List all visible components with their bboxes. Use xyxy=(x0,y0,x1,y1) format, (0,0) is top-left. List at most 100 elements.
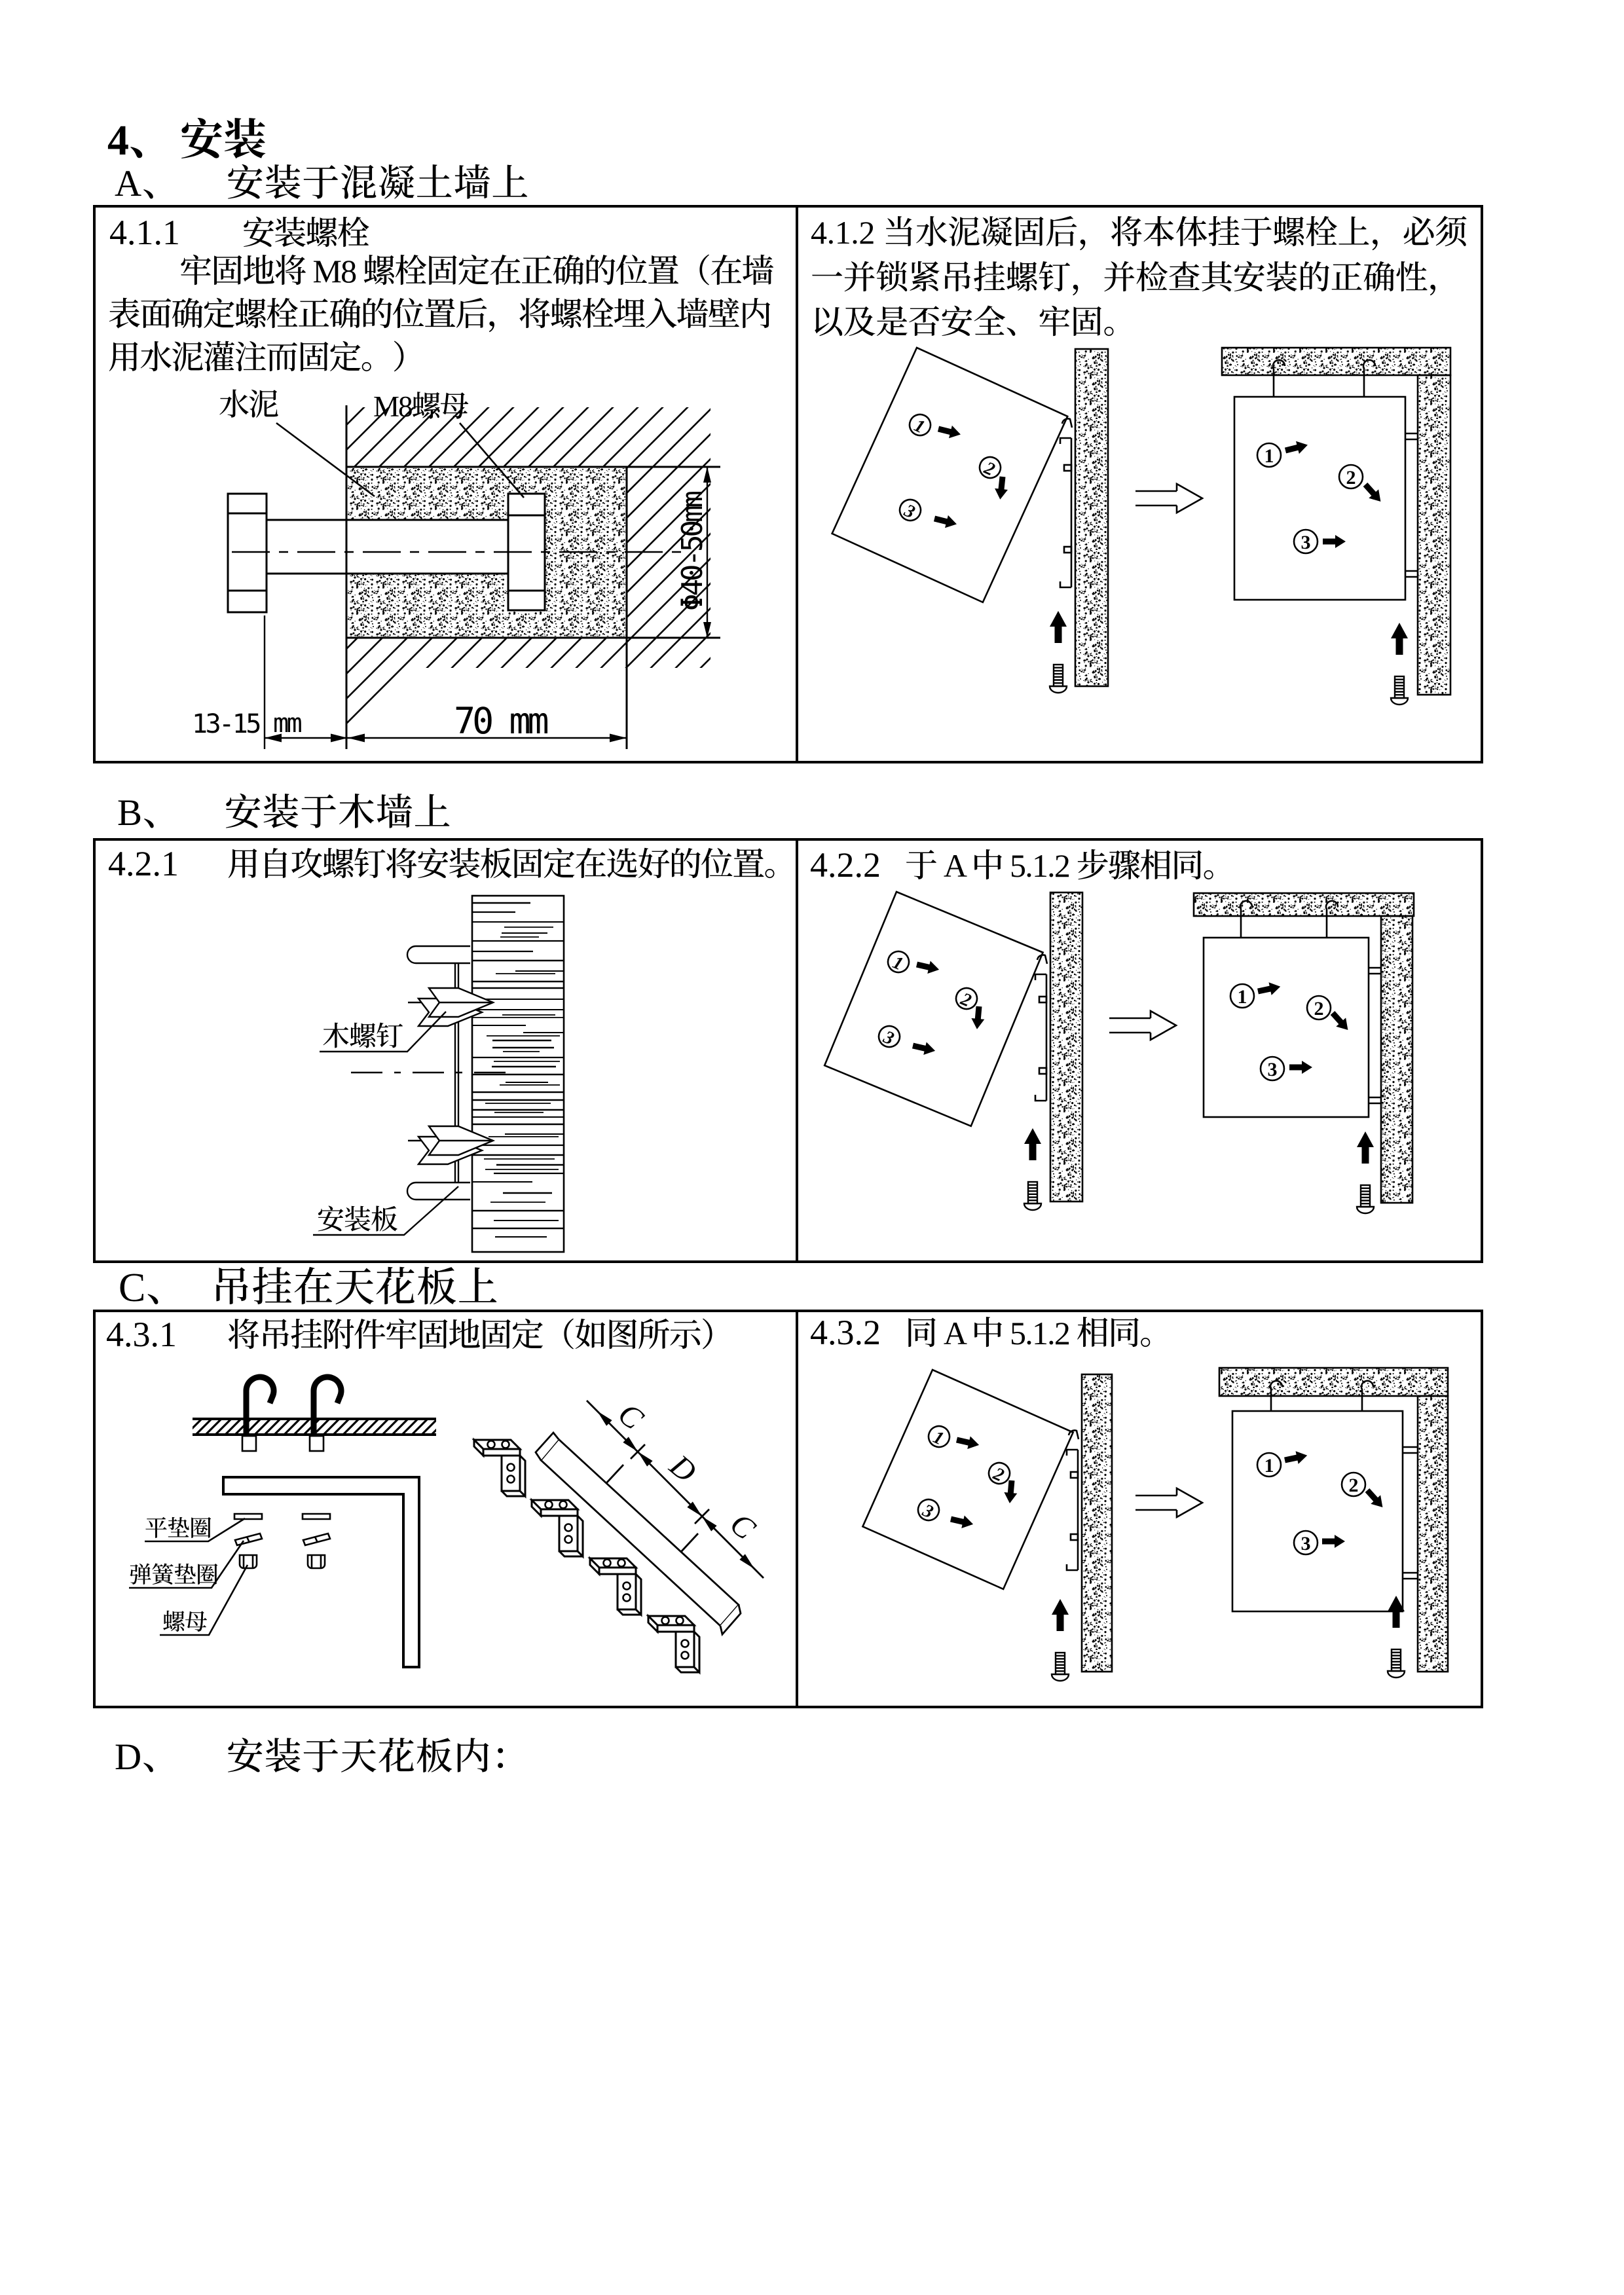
bolt-dim-offset: 13-15 xyxy=(192,709,259,739)
step-circle xyxy=(955,987,978,1010)
l-shaped-panel xyxy=(222,1476,420,1668)
section-c-heading: C、吊挂在天花板上 xyxy=(119,1266,499,1310)
wood-screw-icon xyxy=(408,1125,496,1166)
bolt-dim-diameter: Φ40-50mm xyxy=(676,492,709,611)
flat-washer-part xyxy=(233,1513,263,1520)
step-circle xyxy=(1256,1452,1282,1478)
corner-bracket-icon xyxy=(646,1613,701,1675)
step-circle xyxy=(1340,1471,1367,1497)
step-number: 1 xyxy=(1264,445,1274,467)
nut-label-leader xyxy=(160,1564,249,1636)
wall-strip-top xyxy=(1218,1367,1449,1397)
step-circle xyxy=(898,498,922,522)
step-marker-1: 1 xyxy=(1256,442,1282,468)
step-marker-2: 2 xyxy=(1338,464,1364,490)
screw-icon xyxy=(1050,1651,1070,1682)
corner-bracket-icon xyxy=(529,1497,584,1559)
rail-hook-icon xyxy=(1061,418,1073,428)
step-arrow-icon xyxy=(911,1039,937,1057)
step-marker-2: 2 xyxy=(1340,1471,1367,1497)
step-arrow-icon xyxy=(936,422,963,441)
step-arrow-icon xyxy=(970,1006,986,1030)
step-circle xyxy=(1293,1530,1319,1556)
wood-screw-icon xyxy=(408,987,496,1027)
plate-label-leader xyxy=(313,1186,459,1236)
step-marker-3: 3 xyxy=(1293,1530,1319,1556)
cell-a1-line2: 表面确定螺栓正确的位置后，将螺栓埋入墙壁内 xyxy=(108,296,772,333)
page-title-text: 安装 xyxy=(180,117,267,164)
step-arrow-icon xyxy=(949,1513,975,1531)
step-marker-2: 2 xyxy=(1306,995,1332,1021)
section-a-prefix: A、 xyxy=(115,163,180,204)
step-circle xyxy=(908,413,932,437)
step-arrow-icon xyxy=(993,475,1009,500)
step-number: 2 xyxy=(1349,1475,1359,1496)
nut-part xyxy=(238,1554,258,1570)
spring-washer-part xyxy=(302,1532,331,1547)
ceiling-hook-icon xyxy=(241,1374,277,1452)
ceiling-hook-icon xyxy=(308,1374,344,1452)
step-marker-1: 1 xyxy=(887,950,910,974)
wood-grain xyxy=(472,902,564,1238)
wall-strip-top xyxy=(1221,346,1452,376)
up-arrow-icon xyxy=(1024,1128,1041,1160)
transform-arrow-icon xyxy=(1109,1009,1178,1042)
section-d-heading: D、安装于天花板内： xyxy=(115,1738,529,1776)
unit-box-tilted xyxy=(823,890,1044,1128)
wall-strip xyxy=(1074,348,1109,688)
table-c-divider xyxy=(796,1310,798,1708)
cell-a1-line1: 牢固地将 M8 螺栓固定在正确的位置（在墙 xyxy=(179,253,774,289)
cell-b1-heading-number: 4.2.1 xyxy=(108,844,179,883)
cell-c1-heading-text: 将吊挂附件牢固地固定（如图所示） xyxy=(227,1317,733,1353)
transform-arrow-icon xyxy=(1135,482,1204,515)
step-marker-1: 1 xyxy=(927,1425,951,1449)
wall-strip-right xyxy=(1380,915,1414,1204)
up-arrow-icon xyxy=(1357,1131,1374,1164)
step-arrow-icon xyxy=(932,512,959,531)
step-marker-1: 1 xyxy=(908,413,932,437)
step-circle xyxy=(877,1025,901,1048)
unit-box-tilted xyxy=(830,346,1069,604)
diameter-dimension: Φ40-50mm xyxy=(676,467,711,638)
cell-a1-heading-text: 安装螺栓 xyxy=(242,215,370,251)
ceiling-hatch-band xyxy=(193,1418,436,1436)
screw-label-leader xyxy=(320,1011,447,1053)
step-circle xyxy=(1229,983,1255,1009)
hanging-hook-icon xyxy=(1360,1380,1375,1411)
step-marker-2: 2 xyxy=(987,1461,1011,1486)
section-c-title: 吊挂在天花板上 xyxy=(210,1266,499,1310)
nut-part xyxy=(306,1554,326,1570)
wall-strip-right xyxy=(1416,1395,1449,1673)
cell-a2-line1: 4.1.2 当水泥凝固后，将本体挂于螺栓上，必须 xyxy=(811,214,1467,251)
corner-bracket-icon xyxy=(471,1437,526,1499)
step-arrow-icon xyxy=(1003,1480,1018,1504)
wall-hatch xyxy=(346,407,710,725)
screw-icon xyxy=(1390,675,1409,706)
corner-bracket-icon xyxy=(587,1556,642,1617)
step-circle xyxy=(917,1498,940,1522)
nut-label-leader xyxy=(459,422,525,498)
cell-a2-line2: 一并锁紧吊挂螺钉，并检查其安装的正确性， xyxy=(811,259,1460,296)
wall-connector xyxy=(1405,432,1418,441)
step-marker-3: 3 xyxy=(898,498,922,523)
cell-c1-heading-number: 4.3.1 xyxy=(106,1315,177,1354)
wall-strip-right xyxy=(1416,374,1452,696)
step-marker-2: 2 xyxy=(978,456,1002,480)
spring-washer-part xyxy=(234,1532,263,1547)
channel-bar xyxy=(534,1431,742,1636)
step-marker-1: 1 xyxy=(1256,1452,1282,1478)
section-a-title: 安装于混凝土墙上 xyxy=(226,163,530,204)
table-b-divider xyxy=(796,838,798,1263)
step-arrow-icon xyxy=(955,1433,981,1452)
up-arrow-icon xyxy=(1052,1599,1069,1631)
table-a-divider xyxy=(796,205,798,763)
step-circle xyxy=(978,456,1002,479)
up-arrow-icon xyxy=(1050,611,1067,643)
page-title: 4、安装 xyxy=(107,117,267,164)
